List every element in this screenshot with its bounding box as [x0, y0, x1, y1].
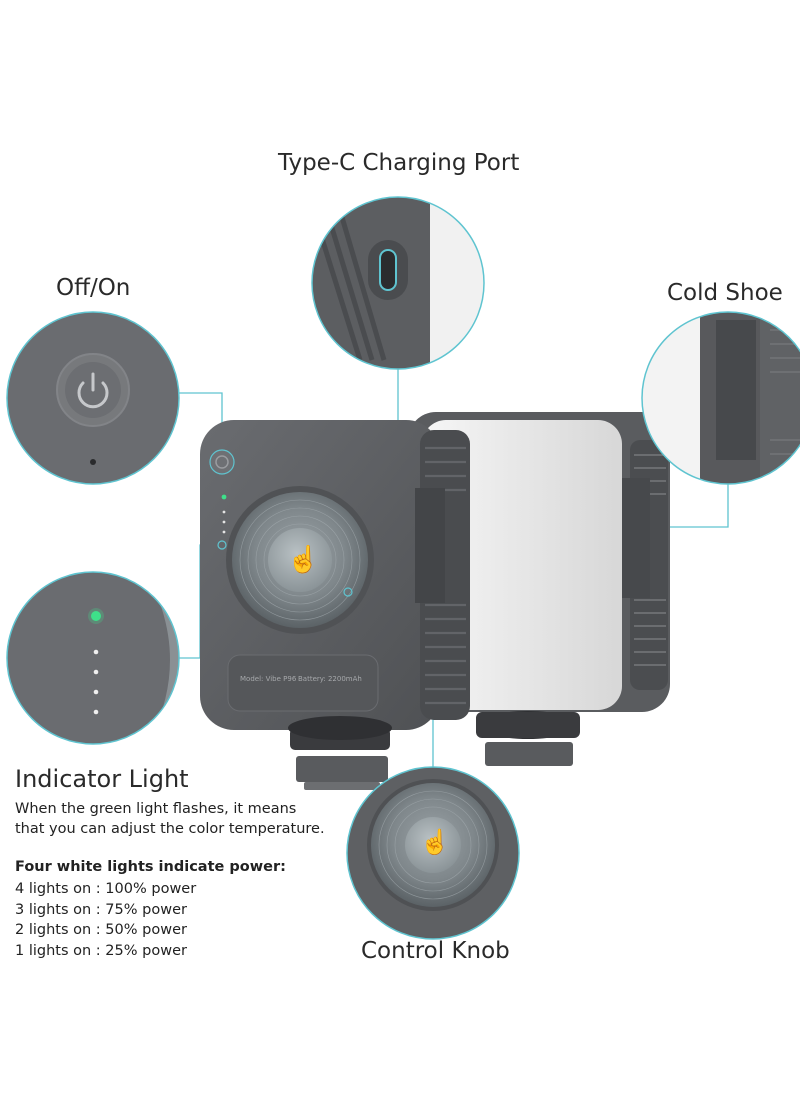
- power-level-item: 1 lights on : 25% power: [15, 942, 187, 959]
- zoom-off-on: [6, 311, 180, 485]
- label-control-knob: Control Knob: [361, 938, 510, 964]
- zoom-indicator: [6, 571, 180, 745]
- main-light-unit: [200, 420, 470, 790]
- indicator-desc-line-1: When the green light flashes, it means: [15, 801, 297, 817]
- white-light-unit: [408, 412, 670, 766]
- indicator-description: When the green light flashes, it means t…: [15, 799, 325, 839]
- power-level-item: 2 lights on : 50% power: [15, 922, 187, 938]
- zoom-type-c: [311, 196, 485, 370]
- indicator-desc-line-2: that you can adjust the color temperatur…: [15, 821, 325, 837]
- device-battery-text: Battery: 2200mAh: [298, 675, 362, 683]
- power-levels: 4 lights on : 100% power 3 lights on : 7…: [15, 879, 196, 961]
- power-level-item: 4 lights on : 100% power: [15, 881, 197, 897]
- zoom-control-knob: [346, 766, 520, 940]
- touch-icon: ☝: [287, 544, 320, 574]
- label-off-on: Off/On: [56, 275, 131, 301]
- zoom-cold-shoe: [641, 311, 800, 485]
- label-type-c: Type-C Charging Port: [278, 150, 520, 176]
- power-title: Four white lights indicate power:: [15, 859, 286, 875]
- label-indicator-light: Indicator Light: [15, 765, 189, 793]
- power-level-item: 3 lights on : 75% power: [15, 901, 187, 918]
- touch-icon: ☝: [420, 829, 450, 856]
- device-model-text: Model: Vibe P96: [240, 675, 297, 683]
- label-cold-shoe: Cold Shoe: [667, 280, 783, 306]
